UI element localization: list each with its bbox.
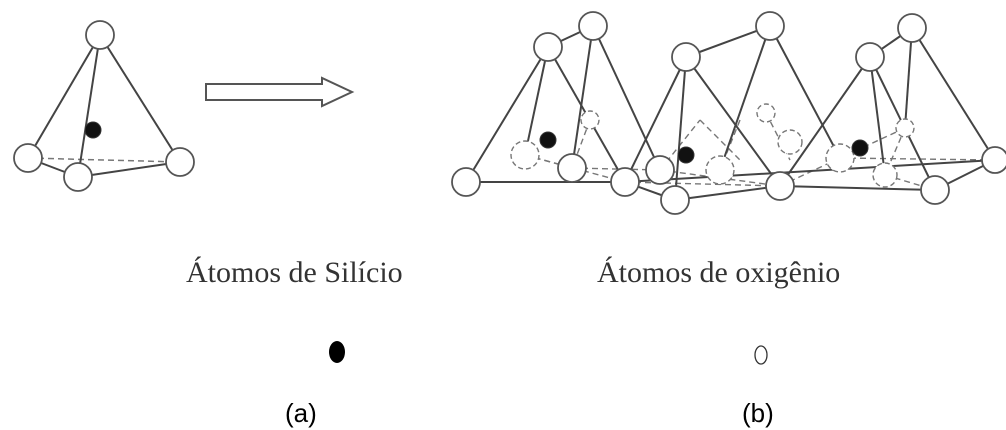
tetrahedra-chain xyxy=(451,11,1006,215)
silicon-atom xyxy=(677,146,695,164)
panel-label-a: (a) xyxy=(285,398,317,428)
silicon-legend-marker xyxy=(329,341,345,363)
oxygen-atom xyxy=(765,171,795,201)
oxygen-atom xyxy=(755,11,785,41)
oxygen-atom xyxy=(580,110,600,130)
oxygen-atom xyxy=(855,42,885,72)
silicon-atom xyxy=(539,131,557,149)
silicon-atom xyxy=(84,121,102,139)
oxygen-atom xyxy=(981,146,1006,174)
oxygen-atom xyxy=(13,143,43,173)
oxygen-atom xyxy=(920,175,950,205)
oxygen-atom xyxy=(895,118,915,138)
oxygen-atom xyxy=(610,167,640,197)
oxygen-atom xyxy=(660,185,690,215)
arrow-icon xyxy=(205,76,355,108)
oxygen-atom xyxy=(825,143,855,173)
silicon-atom xyxy=(851,139,869,157)
oxygen-atom xyxy=(756,103,776,123)
oxygen-atom xyxy=(165,147,195,177)
oxygen-atom xyxy=(705,155,735,185)
oxygen-atom xyxy=(897,13,927,43)
oxygen-legend-label: Átomos de oxigênio xyxy=(597,256,841,289)
oxygen-legend-marker xyxy=(754,345,768,365)
oxygen-atom xyxy=(510,140,540,170)
oxygen-atom xyxy=(777,129,803,155)
oxygen-atom xyxy=(63,162,93,192)
oxygen-atom xyxy=(578,11,608,41)
silica-tetrahedra-diagram xyxy=(13,11,1006,215)
single-tetrahedron xyxy=(13,20,195,192)
oxygen-atom xyxy=(451,167,481,197)
oxygen-atom xyxy=(872,162,898,188)
oxygen-atom xyxy=(557,153,587,183)
panel-label-b: (b) xyxy=(742,398,774,428)
silicon-legend-label: Átomos de Silício xyxy=(186,256,403,289)
oxygen-atom xyxy=(533,32,563,62)
oxygen-atom xyxy=(671,42,701,72)
oxygen-atom xyxy=(645,155,675,185)
oxygen-atom xyxy=(85,20,115,50)
